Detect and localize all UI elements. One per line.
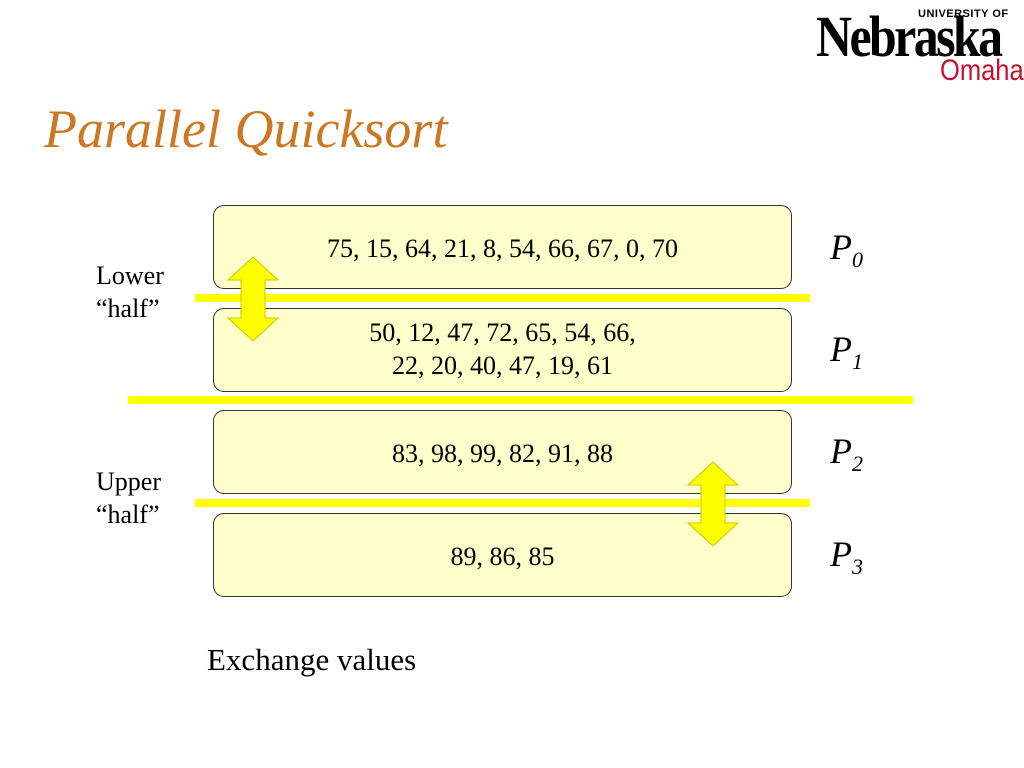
process-label-index: 1 [852,349,863,374]
process-label-p3: P3 [830,533,863,580]
process-values-line: 89, 86, 85 [450,542,555,571]
process-values-p1: 50, 12, 47, 72, 65, 54, 66, 22, 20, 40, … [369,317,636,382]
process-values-line: 22, 20, 40, 47, 19, 61 [392,350,613,380]
process-label-letter: P [830,431,852,471]
process-values-line: 50, 12, 47, 72, 65, 54, 66, [369,318,636,347]
process-label-index: 0 [852,247,863,272]
divider-p2-p3 [195,499,810,507]
lower-half-line2: “half” [96,293,160,323]
process-label-p2: P2 [830,430,863,477]
process-label-index: 3 [852,554,863,579]
logo-university-of: UNIVERSITY OF [918,8,1009,20]
caption: Exchange values [207,642,417,677]
process-box-p1: 50, 12, 47, 72, 65, 54, 66, 22, 20, 40, … [213,308,792,392]
process-label-p0: P0 [830,226,863,273]
logo-name: Nebraska [816,4,1003,69]
process-label-letter: P [830,534,852,574]
process-values-p0: 75, 15, 64, 21, 8, 54, 66, 67, 0, 70 [327,233,678,266]
slide-title: Parallel Quicksort [44,99,448,159]
process-label-letter: P [830,227,852,267]
exchange-arrow-upper-icon [686,461,740,547]
process-values-line: 83, 98, 99, 82, 91, 88 [392,439,613,468]
upper-half-line1: Upper [96,467,161,496]
process-label-letter: P [830,329,852,369]
upper-half-label: Upper “half” [96,466,161,531]
exchange-arrow-lower-icon [226,256,280,342]
process-box-p0: 75, 15, 64, 21, 8, 54, 66, 67, 0, 70 [213,205,792,289]
upper-half-line2: “half” [96,499,160,529]
lower-half-label: Lower “half” [96,260,164,325]
logo-campus: Omaha [940,54,1024,87]
process-values-p2: 83, 98, 99, 82, 91, 88 [392,438,613,471]
divider-lower-upper [128,396,913,404]
process-label-p1: P1 [830,328,863,375]
lower-half-line1: Lower [96,261,164,290]
process-values-p3: 89, 86, 85 [451,541,555,574]
process-label-index: 2 [852,451,863,476]
process-values-line: 75, 15, 64, 21, 8, 54, 66, 67, 0, 70 [327,234,678,263]
divider-p0-p1 [195,294,810,302]
university-logo: Nebraska UNIVERSITY OF Omaha [808,0,1024,100]
